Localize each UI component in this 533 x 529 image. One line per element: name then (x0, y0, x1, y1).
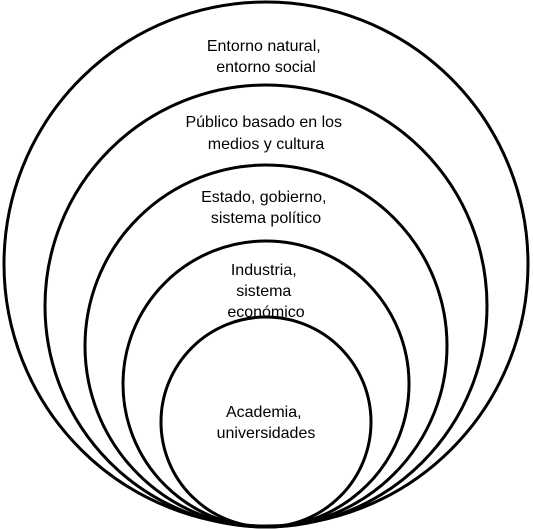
label-academia-line-2: universidades (217, 425, 316, 442)
label-environment-line-1: Entorno natural, (207, 38, 321, 55)
label-environment-line-2: entorno social (216, 59, 316, 76)
label-industry-line-2: sistema (236, 283, 291, 300)
label-academia-line-1: Academia, (226, 404, 302, 421)
layer-state-government: Estado, gobierno, sistema político (83, 163, 449, 529)
layer-industry: Industria, sistema económico (121, 239, 411, 529)
ring-academia (159, 315, 373, 529)
label-industry-line-3: económico (227, 304, 304, 321)
label-industry-line-1: Industria, (231, 262, 297, 279)
label-public-media: Público basado en los medios y cultura (185, 114, 346, 153)
label-public-media-line-1: Público basado en los (185, 114, 342, 131)
label-industry: Industria, sistema económico (227, 262, 304, 321)
label-state-government-line-2: sistema político (211, 210, 321, 227)
label-state-government: Estado, gobierno, sistema político (201, 189, 331, 227)
label-state-government-line-1: Estado, gobierno, (201, 189, 326, 206)
label-environment: Entorno natural, entorno social (207, 38, 325, 76)
layer-academia: Academia, universidades (159, 315, 373, 529)
label-public-media-line-2: medios y cultura (208, 136, 325, 153)
label-academia: Academia, universidades (217, 404, 316, 442)
